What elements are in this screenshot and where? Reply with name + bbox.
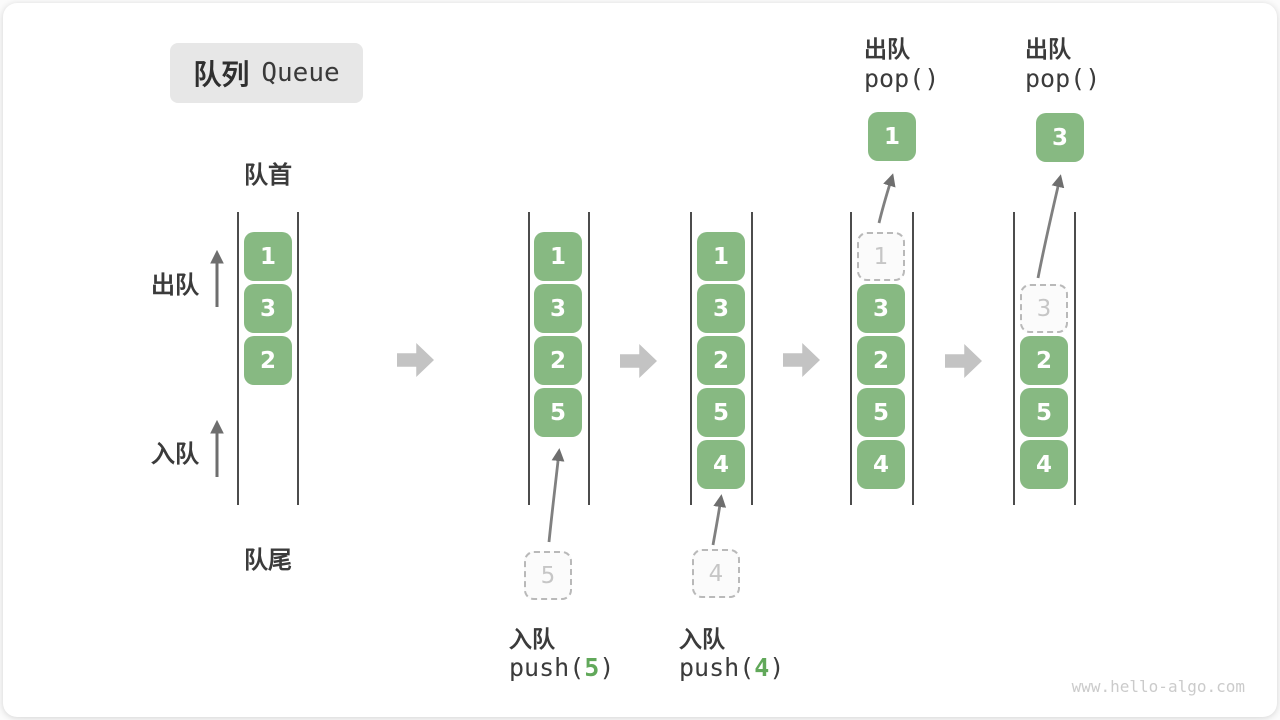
popped-element-1: 1 — [868, 112, 916, 161]
push4-arg: 4 — [754, 653, 770, 682]
queue-cell: 1 — [697, 232, 745, 281]
queue-cell: 5 — [697, 388, 745, 437]
push5-code-post: ) — [599, 653, 615, 682]
queue-wall — [588, 212, 590, 505]
title-zh: 队列 — [193, 59, 250, 90]
watermark: www.hello-algo.com — [1071, 677, 1245, 696]
push4-code-post: ) — [769, 653, 785, 682]
removed-slot-1: 1 — [857, 232, 905, 281]
popped-element-3: 3 — [1036, 113, 1084, 162]
queue-cell: 1 — [244, 232, 292, 281]
queue-cell: 2 — [534, 336, 582, 385]
pop1-label: 出队 — [864, 36, 910, 62]
push5-code: push(5) — [509, 653, 614, 682]
queue-wall — [1013, 212, 1015, 505]
queue-cell: 5 — [1020, 388, 1068, 437]
queue-wall — [1074, 212, 1076, 505]
queue-cell: 1 — [534, 232, 582, 281]
queue-cell: 3 — [244, 284, 292, 333]
push5-arg: 5 — [584, 653, 600, 682]
push4-code: push(4) — [679, 653, 784, 682]
pop2-code: pop() — [1025, 64, 1101, 93]
push4-label: 入队 — [679, 626, 725, 652]
pop1-code: pop() — [864, 64, 940, 93]
queue-wall — [751, 212, 753, 505]
push5-label: 入队 — [509, 626, 555, 652]
label-dequeue: 出队 — [151, 272, 199, 299]
title-box: 队列 Queue — [170, 43, 363, 103]
queue-cell: 2 — [697, 336, 745, 385]
queue-wall — [690, 212, 692, 505]
label-queue-rear: 队尾 — [244, 547, 292, 574]
queue-cell: 2 — [1020, 336, 1068, 385]
removed-slot-3: 3 — [1020, 284, 1068, 333]
incoming-element-4: 4 — [692, 549, 740, 598]
incoming-element-5: 5 — [524, 551, 572, 600]
queue-cell: 2 — [857, 336, 905, 385]
queue-cell: 3 — [534, 284, 582, 333]
label-enqueue: 入队 — [151, 441, 199, 468]
queue-wall — [297, 212, 299, 505]
queue-wall — [528, 212, 530, 505]
queue-cell: 4 — [1020, 440, 1068, 489]
title-en: Queue — [261, 58, 340, 88]
queue-cell: 3 — [697, 284, 745, 333]
push4-code-pre: push( — [679, 653, 755, 682]
queue-cell: 2 — [244, 336, 292, 385]
queue-wall — [237, 212, 239, 505]
pop2-label: 出队 — [1025, 36, 1071, 62]
queue-cell: 4 — [697, 440, 745, 489]
push5-code-pre: push( — [509, 653, 585, 682]
queue-cell: 5 — [857, 388, 905, 437]
queue-wall — [912, 212, 914, 505]
queue-cell: 3 — [857, 284, 905, 333]
queue-cell: 4 — [857, 440, 905, 489]
queue-wall — [850, 212, 852, 505]
queue-cell: 5 — [534, 388, 582, 437]
label-queue-front: 队首 — [244, 162, 292, 189]
